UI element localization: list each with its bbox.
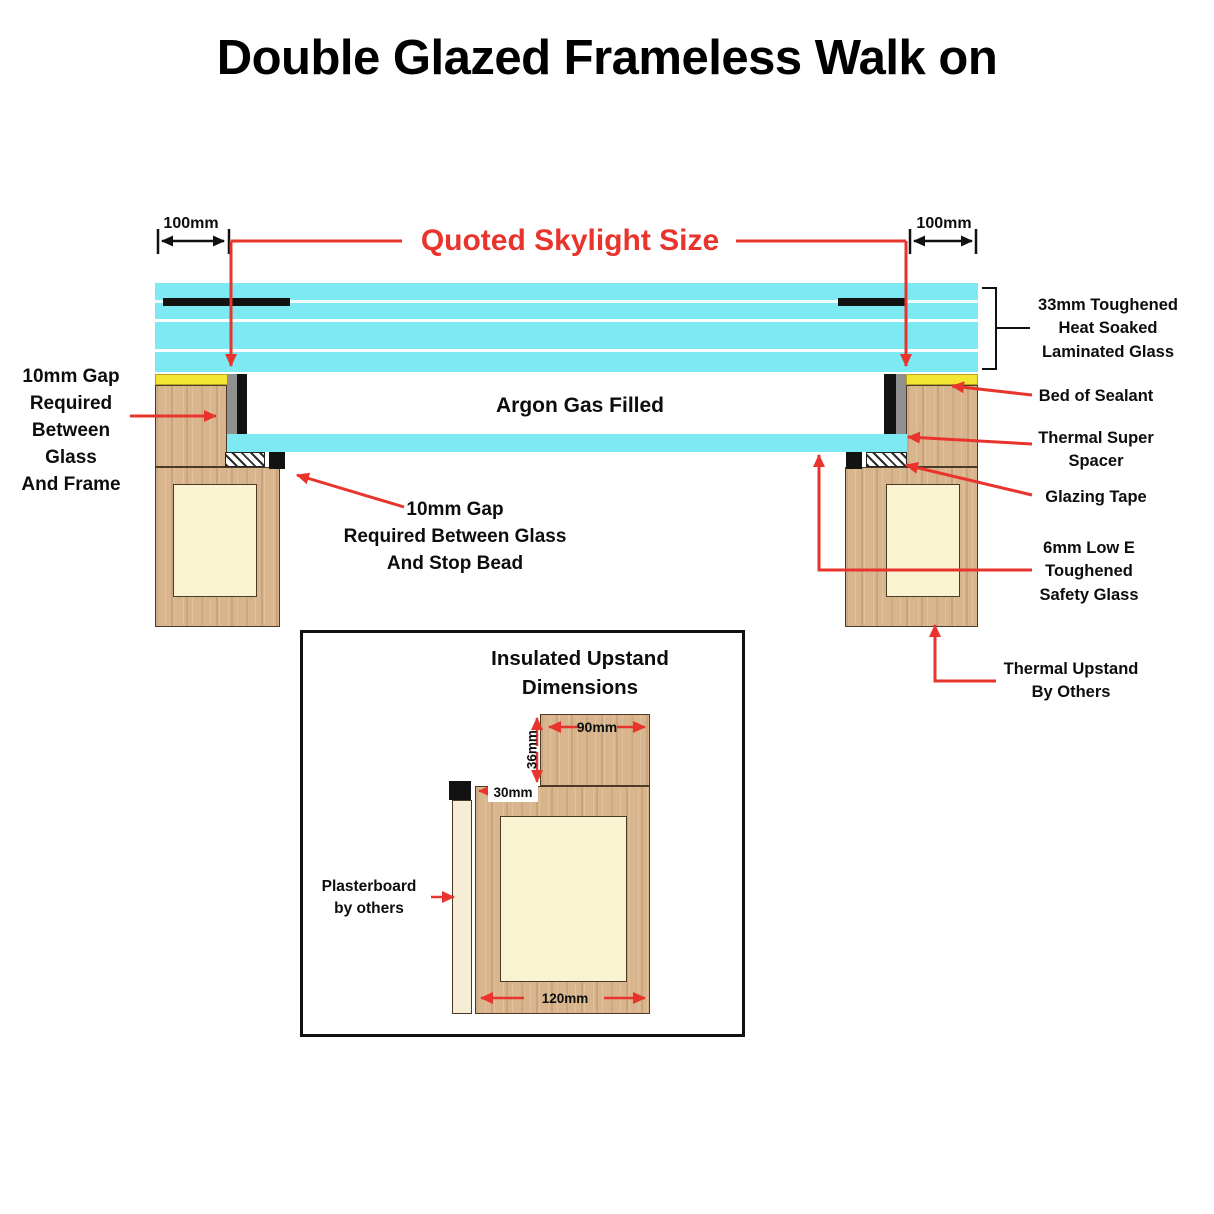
quoted-skylight-size-label: Quoted Skylight Size (420, 224, 720, 257)
right-upstand-upper-wood (906, 385, 978, 467)
thermal-upstand-label: Thermal Upstand By Others (1003, 660, 1139, 702)
low-e-bottom-pane (227, 434, 907, 452)
left-upstand-insulation-core (173, 484, 257, 597)
spacer-left-inner (237, 374, 247, 434)
laminated-glass-mid-ply (155, 322, 978, 349)
spacer-left-outer (227, 374, 237, 434)
dimension-120mm: 120mm (541, 991, 589, 1006)
inset-plasterboard-strip (452, 800, 472, 1014)
glazing-tape-label: Glazing Tape (1045, 488, 1147, 506)
dimension-100mm-left: 100mm (163, 215, 219, 232)
spacer-right-outer (896, 374, 906, 434)
glazing-tape-left (225, 452, 265, 467)
stop-bead-right (846, 452, 862, 469)
low-e-glass-label: 6mm Low E Toughened Safety Glass (1039, 539, 1139, 604)
gap-stop-bead-label: 10mm Gap Required Between Glass And Stop… (343, 499, 567, 574)
left-upstand-upper-wood (155, 385, 227, 467)
gap-glass-frame-label: 10mm Gap Required Between Glass And Fram… (21, 366, 121, 495)
plasterboard-label: Plasterboard by others (321, 878, 417, 917)
page-title: Double Glazed Frameless Walk on (216, 31, 998, 85)
dimension-100mm-right: 100mm (916, 215, 972, 232)
right-upstand-insulation-core (886, 484, 960, 597)
inset-insulation-core (500, 816, 627, 982)
glazing-tape-right (866, 452, 907, 467)
inset-plasterboard-cap (449, 781, 471, 800)
edge-band-right (838, 298, 906, 306)
dimension-36mm: 36mm (524, 730, 540, 770)
thermal-super-spacer-label: Thermal Super Spacer (1038, 429, 1154, 471)
sealant-bed-right (906, 374, 978, 385)
argon-gas-label: Argon Gas Filled (495, 394, 665, 417)
inset-title: Insulated Upstand Dimensions (491, 647, 669, 700)
sealant-bed-left (155, 374, 228, 385)
dimension-90mm: 90mm (576, 719, 618, 735)
bed-of-sealant-label: Bed of Sealant (1038, 387, 1154, 405)
laminated-glass-bottom-ply (155, 352, 978, 372)
laminated-glass-label: 33mm Toughened Heat Soaked Laminated Gla… (1038, 296, 1178, 361)
edge-band-left (163, 298, 290, 306)
dimension-30mm: 30mm (488, 783, 538, 803)
spacer-right-inner (884, 374, 896, 434)
stop-bead-left (269, 452, 285, 469)
laminate-interlayer (155, 300, 978, 303)
